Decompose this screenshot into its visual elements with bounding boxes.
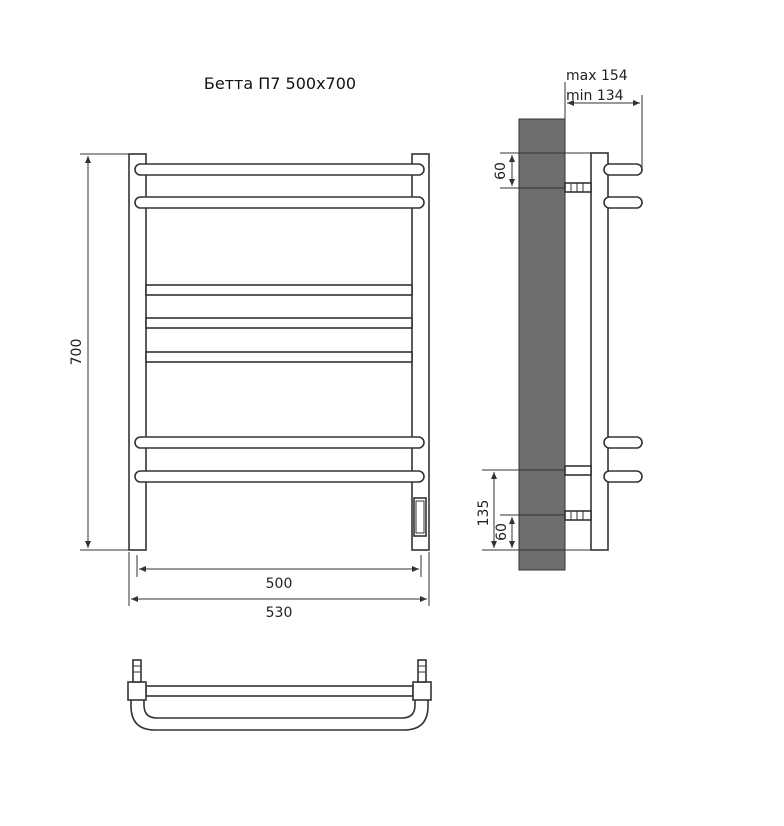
side-bar-2: [603, 196, 643, 209]
top-offset-label: 60: [493, 162, 509, 180]
outer-width-dimension: 530: [128, 552, 430, 621]
top-offset-dimension: 60: [493, 152, 591, 189]
crossbar-2: [134, 196, 425, 209]
side-bar-1: [603, 163, 643, 176]
left-riser: [128, 153, 147, 551]
side-bar-6: [603, 436, 643, 449]
inner-width-dimension: 500: [136, 555, 422, 592]
depth-dimension: max 154 min 134: [564, 68, 643, 170]
crossbar-3: [145, 284, 413, 296]
inner-width-label: 500: [266, 576, 293, 592]
product-title: Бетта П7 500х700: [204, 74, 356, 93]
side-view: [518, 118, 643, 571]
outer-width-label: 530: [266, 605, 293, 621]
top-view-right-pin: [417, 659, 427, 683]
crossbar-4: [145, 317, 413, 329]
crossbar-1: [134, 163, 425, 176]
height-label: 700: [69, 339, 85, 366]
bottom-offset-135-label: 135: [476, 500, 492, 527]
heater-box: [413, 497, 427, 537]
bottom-offset-60-label: 60: [494, 523, 510, 541]
top-view-left-block: [127, 681, 147, 701]
top-view-left-pin: [132, 659, 142, 683]
side-riser: [590, 152, 609, 551]
wall: [518, 118, 566, 571]
side-bar-7: [603, 470, 643, 483]
bottom-offset-dimensions: 135 60: [476, 469, 591, 551]
top-view-straight-bar: [145, 685, 414, 697]
max-depth-label: max 154: [566, 68, 628, 84]
min-depth-label: min 134: [566, 88, 624, 104]
lower-wall-mount: [564, 465, 592, 476]
crossbar-6: [134, 436, 425, 449]
heater-box-inner: [415, 500, 425, 534]
top-view-right-block: [412, 681, 432, 701]
top-view: [127, 659, 432, 731]
bottom-wall-mount: [564, 510, 592, 521]
crossbar-5: [145, 351, 413, 363]
right-riser: [411, 153, 430, 551]
top-view-u-bar: [130, 699, 429, 731]
front-view: [128, 153, 430, 551]
top-wall-mount: [564, 182, 592, 193]
crossbar-7: [134, 470, 425, 483]
height-dimension: 700: [69, 153, 129, 551]
